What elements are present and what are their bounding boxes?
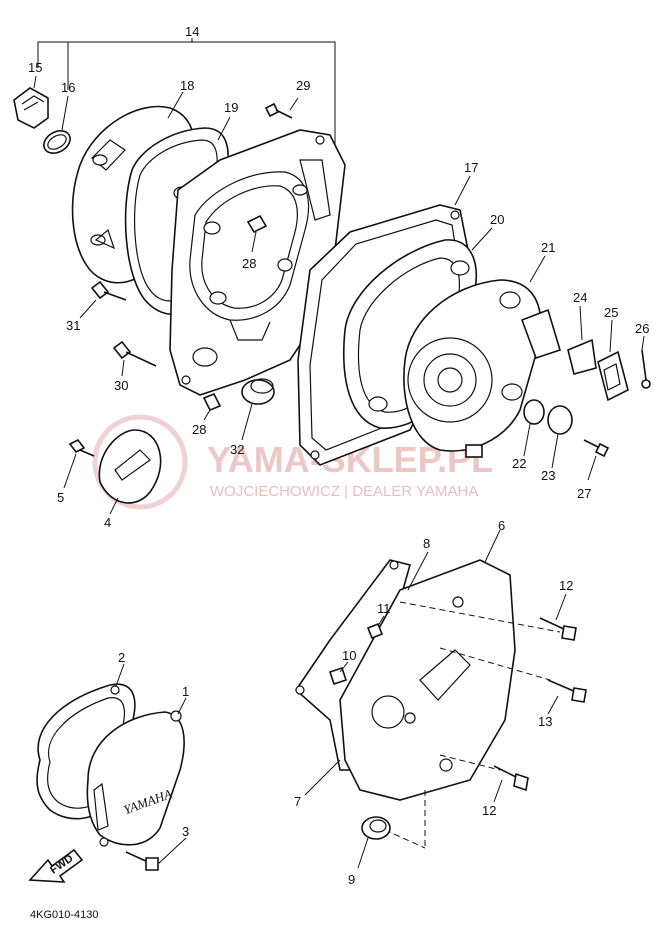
oil-filler-cap (13, 75, 49, 129)
callout-label: 16 (61, 80, 75, 95)
callout-label: 28 (242, 256, 256, 271)
collar-9 (357, 816, 391, 869)
screw-5 (63, 438, 95, 489)
dashed-guides (384, 601, 561, 849)
callout-label: 1 (182, 684, 189, 699)
screw-26 (641, 335, 651, 389)
plug-32 (241, 378, 275, 441)
callout-label: 32 (230, 442, 244, 457)
callout-label: 25 (604, 305, 618, 320)
callout-label: 4 (104, 515, 111, 530)
callout-label: 28 (192, 422, 206, 437)
watermark-subtitle: WOJCIECHOWICZ | DEALER YAMAHA (210, 483, 478, 500)
callout-label: 2 (118, 650, 125, 665)
callout-label: 12 (559, 578, 573, 593)
callout-label: 5 (57, 490, 64, 505)
callout-label: 9 (348, 872, 355, 887)
callout-label: 23 (541, 468, 555, 483)
drive-sprocket-cover (339, 529, 516, 801)
bolt-13 (547, 679, 587, 715)
bolt-27 (583, 439, 610, 481)
callout-label: 22 (512, 456, 526, 471)
callout-label: 31 (66, 318, 80, 333)
callout-label: 17 (464, 160, 478, 175)
lead-clamp (567, 305, 597, 375)
dowel-10 (328, 661, 349, 686)
stator-assembly (403, 255, 561, 458)
callout-label: 18 (180, 78, 194, 93)
dowel-8 (407, 551, 429, 591)
callout-label: 24 (573, 290, 587, 305)
bolt-12-lower (493, 765, 529, 803)
bolt-30 (112, 340, 157, 377)
callout-label: 26 (635, 321, 649, 336)
callout-label: 29 (296, 78, 310, 93)
callout-label: 14 (185, 24, 199, 39)
callout-label: 8 (423, 536, 430, 551)
callout-label: 27 (577, 486, 591, 501)
callout-label: 6 (498, 518, 505, 533)
callout-label: 30 (114, 378, 128, 393)
callout-label: 7 (294, 794, 301, 809)
grommet (523, 399, 545, 457)
group-bracket-14 (37, 38, 336, 150)
callout-label: 3 (182, 824, 189, 839)
callout-label: 11 (377, 601, 391, 616)
dowel-11 (366, 615, 385, 640)
callout-label: 12 (482, 803, 496, 818)
dowel-pin-upper (246, 214, 268, 253)
bolt-29 (264, 97, 299, 119)
callout-label: 13 (538, 714, 552, 729)
callout-label: 19 (224, 100, 238, 115)
cover-plate (98, 429, 162, 515)
grommet-2 (547, 405, 573, 469)
dowel-pin-lower (202, 392, 222, 421)
crankcase-cover-right: YAMAHA (86, 697, 187, 847)
callout-label: 15 (28, 60, 42, 75)
drawing-code: 4KG010-4130 (30, 909, 99, 921)
callout-label: 21 (541, 240, 555, 255)
callout-label: 10 (342, 648, 356, 663)
callout-label: 20 (490, 212, 504, 227)
crankcase-housing (169, 129, 346, 396)
o-ring (43, 95, 71, 154)
callout-labels: 14 15 16 18 19 29 17 20 21 24 25 26 28 3… (28, 24, 649, 887)
forward-arrow-icon: FWD (28, 848, 84, 883)
bolt-31 (79, 280, 127, 319)
bolt-12-upper (539, 593, 577, 641)
bolt-3 (125, 837, 187, 871)
holder-plate (597, 319, 629, 402)
